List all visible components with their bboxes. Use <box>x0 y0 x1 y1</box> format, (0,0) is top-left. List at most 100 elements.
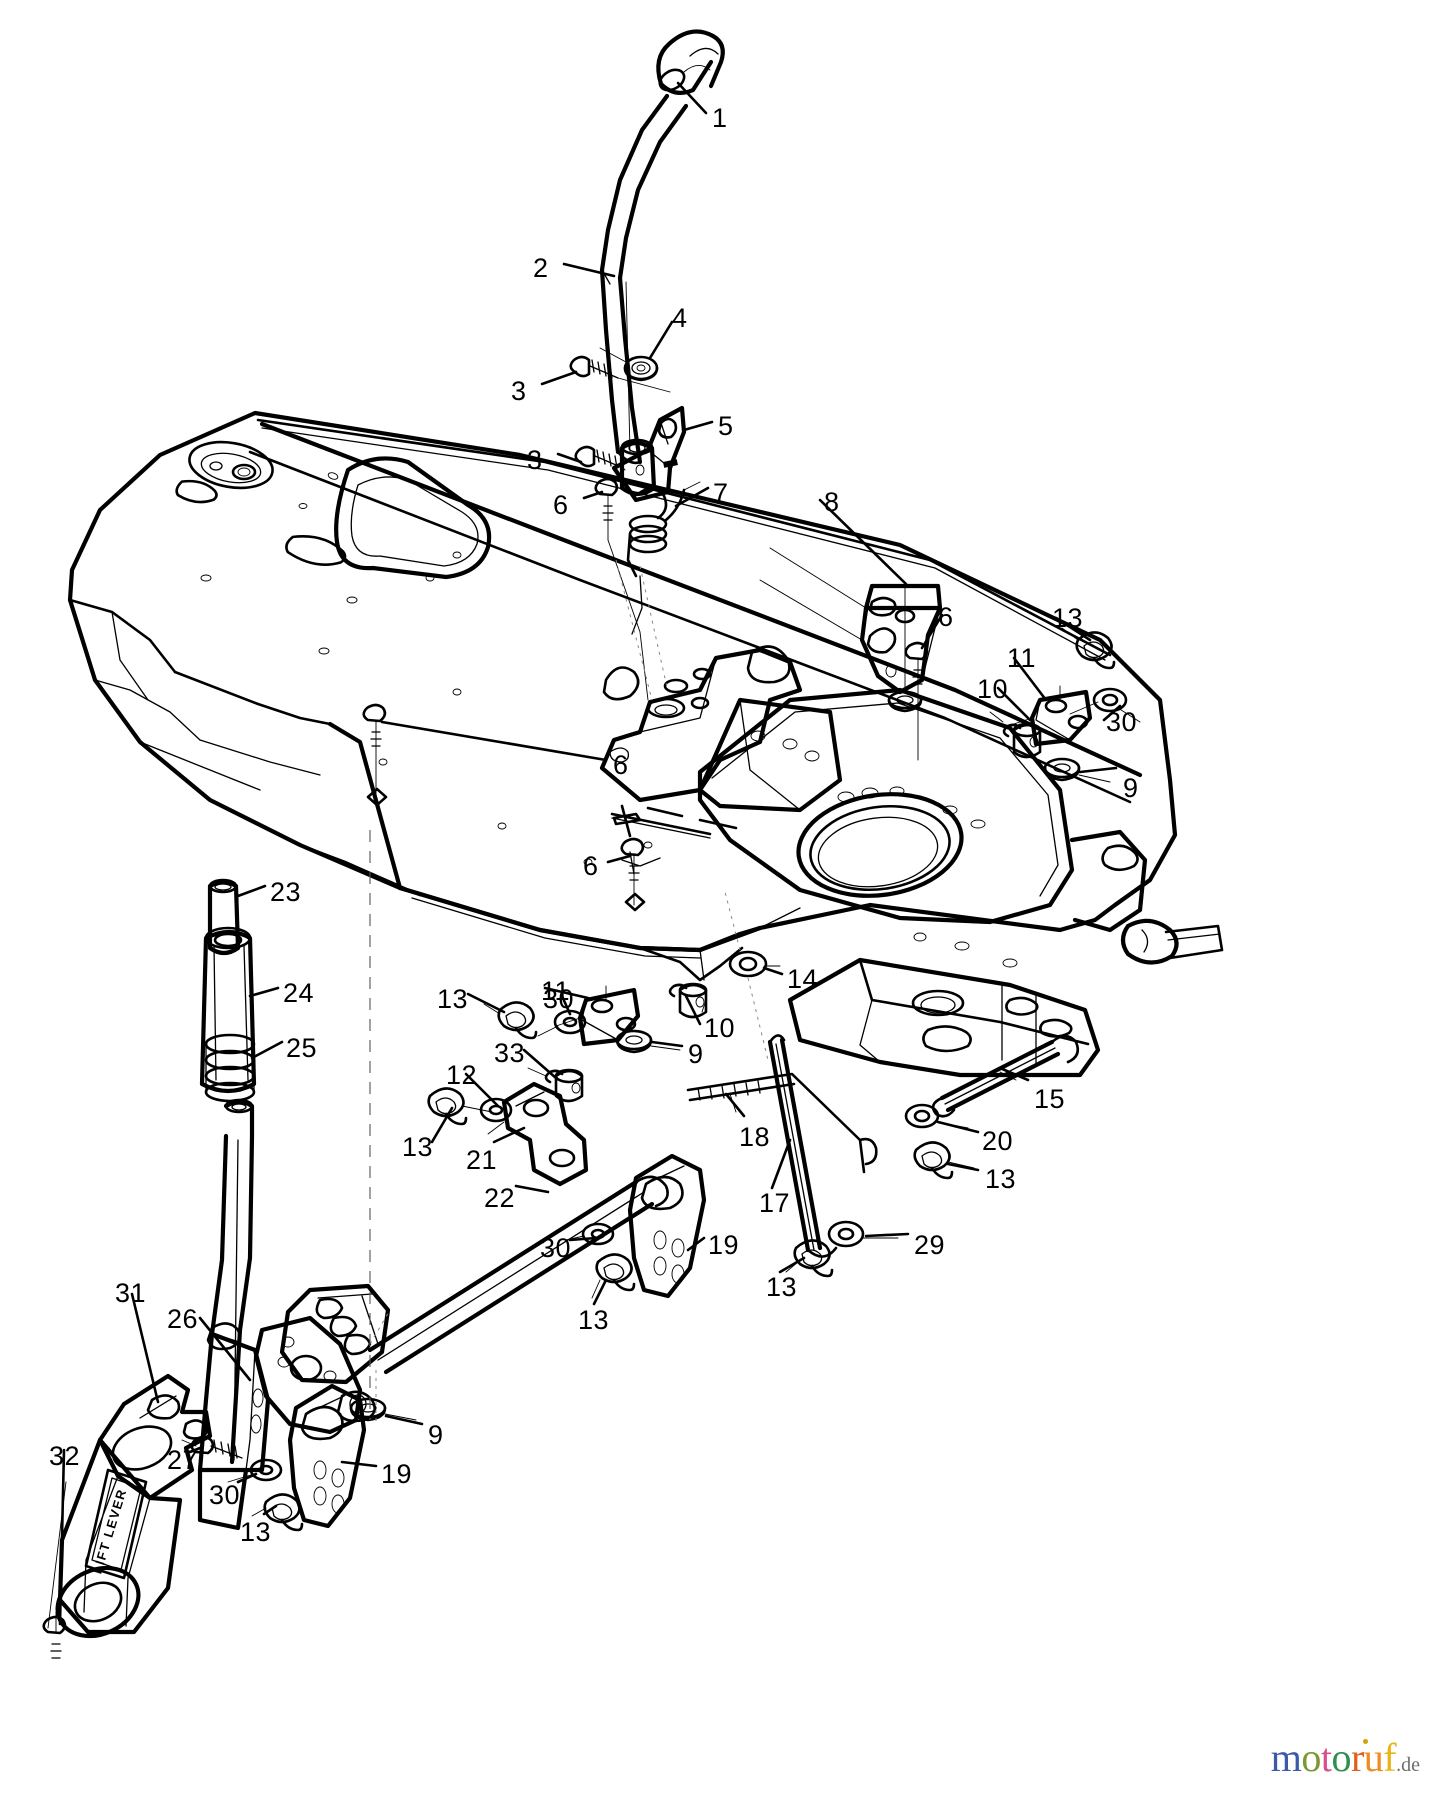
callout-number: 4 <box>672 303 688 333</box>
callout-number: 14 <box>787 964 819 994</box>
callout-number: 6 <box>583 851 599 881</box>
callout-number: 21 <box>466 1145 498 1175</box>
callout-number: 31 <box>115 1278 147 1308</box>
deck-rear-housing <box>787 957 1101 1078</box>
logo-letter-o1: o <box>1301 1735 1321 1780</box>
callout-number: 25 <box>286 1033 318 1063</box>
callout-number: 6 <box>938 602 954 632</box>
callout-number: 9 <box>428 1420 444 1450</box>
callout-number: 2 <box>533 253 549 283</box>
callout-number: 12 <box>446 1060 478 1090</box>
callout-number: 10 <box>704 1013 736 1043</box>
callout-number: 17 <box>759 1188 791 1218</box>
part-10-shoulder-bolt-left <box>668 982 708 1019</box>
callout-number: 29 <box>914 1230 946 1260</box>
part-6-bolt-a <box>594 477 641 633</box>
deck-center-bracket <box>599 645 843 838</box>
part-8-deck-bracket <box>759 547 943 713</box>
callout-number: 30 <box>1106 707 1138 737</box>
part-3-screw-lower <box>574 445 626 471</box>
callout-number: 26 <box>167 1304 199 1334</box>
callout-number: 27 <box>167 1445 199 1475</box>
part-15-rod-right <box>931 1034 1080 1118</box>
callout-number: 8 <box>824 487 840 517</box>
callout-number: 15 <box>1034 1084 1066 1114</box>
lever-boot-housing <box>253 1283 391 1435</box>
part-9-flange-nut-left <box>615 1029 681 1054</box>
callout-number: 23 <box>270 877 302 907</box>
part-20-washer-right <box>904 1103 969 1129</box>
callout-number: 30 <box>209 1480 241 1510</box>
callout-number: 5 <box>718 411 734 441</box>
part-13-hairpin-mid <box>483 1001 538 1040</box>
callout-number: 11 <box>541 976 571 1006</box>
motoruf-logo[interactable]: motoruf.de <box>1271 1738 1420 1778</box>
part-7-torsion-spring <box>626 481 701 635</box>
callout-number: 7 <box>713 478 729 508</box>
callout-number: 11 <box>1007 643 1037 673</box>
part-1-lever-grip <box>656 29 725 96</box>
part-30-washer-mid2 <box>537 1009 587 1037</box>
part-19-lift-link-arm-lower <box>287 1383 367 1529</box>
part-13-hairpin-right-lower <box>913 1141 975 1180</box>
part-12-hairpin-clip <box>427 1087 493 1126</box>
deck-right-axle <box>1069 829 1224 965</box>
lift-lever-decal-label: LIFT LEVER <box>88 1486 130 1576</box>
callout-number: 30 <box>543 984 575 1014</box>
part-4-locknut <box>599 347 659 382</box>
logo-letter-o2: o <box>1331 1735 1351 1780</box>
deck-top-features <box>175 440 653 866</box>
logo-tld: .de <box>1396 1754 1420 1776</box>
callout-number: 13 <box>766 1272 798 1302</box>
part-29-washer <box>827 1220 899 1248</box>
part-9-flange-nut-right <box>1043 757 1111 783</box>
part-25-compression-spring <box>204 1033 256 1103</box>
callout-number: 1 <box>712 103 728 133</box>
part-21-link <box>487 1081 589 1187</box>
part-13-hairpin-bottom-mid <box>591 1253 636 1299</box>
callout-number: 13 <box>240 1517 272 1547</box>
part-30-washer-mid <box>479 1097 513 1123</box>
part-13-hairpin-center-bottom <box>785 1239 834 1278</box>
callout-number: 32 <box>49 1441 81 1471</box>
callout-leader-lines <box>58 81 1122 1626</box>
callout-number: 13 <box>402 1132 434 1162</box>
part-3-screw-upper <box>569 355 671 393</box>
callout-number: 19 <box>381 1459 413 1489</box>
callout-number: 33 <box>494 1038 526 1068</box>
callout-number: 9 <box>688 1039 704 1069</box>
callout-number: 6 <box>553 490 569 520</box>
callout-number: 13 <box>437 984 469 1014</box>
part-22-lift-rod <box>367 1175 669 1375</box>
callout-number: 30 <box>540 1233 572 1263</box>
callout-number: 18 <box>739 1122 771 1152</box>
part-13-hairpin-clip-right <box>1061 627 1116 670</box>
logo-letter-u: u <box>1363 1735 1384 1780</box>
callout-number: 19 <box>708 1230 740 1260</box>
part-26-lever-lower-shaft <box>197 1098 271 1531</box>
part-6-bolt-c <box>362 703 388 807</box>
part-5-pivot-bracket <box>611 405 687 503</box>
part-19-lift-link-arm-upper <box>627 1153 707 1299</box>
callout-number: 9 <box>1123 773 1139 803</box>
callout-number: 13 <box>578 1305 610 1335</box>
part-27-screw <box>181 1435 243 1459</box>
logo-accent-dot <box>1363 1739 1368 1744</box>
callout-number: 3 <box>511 376 527 406</box>
part-2-lift-lever-rod <box>599 93 689 465</box>
callout-number: 10 <box>977 674 1009 704</box>
callout-number: 24 <box>283 978 315 1008</box>
logo-letter-m: m <box>1270 1735 1302 1780</box>
logo-letter-f: f <box>1383 1735 1397 1780</box>
callout-number: 13 <box>985 1164 1017 1194</box>
part-30-washer-right <box>1069 687 1141 723</box>
callout-number: 3 <box>527 445 543 475</box>
callout-number: 6 <box>613 750 629 780</box>
callout-number: 13 <box>1052 603 1084 633</box>
callout-number: 22 <box>484 1183 516 1213</box>
part-17-lift-rod-vertical <box>767 1034 838 1258</box>
logo-letter-t: t <box>1320 1735 1332 1780</box>
